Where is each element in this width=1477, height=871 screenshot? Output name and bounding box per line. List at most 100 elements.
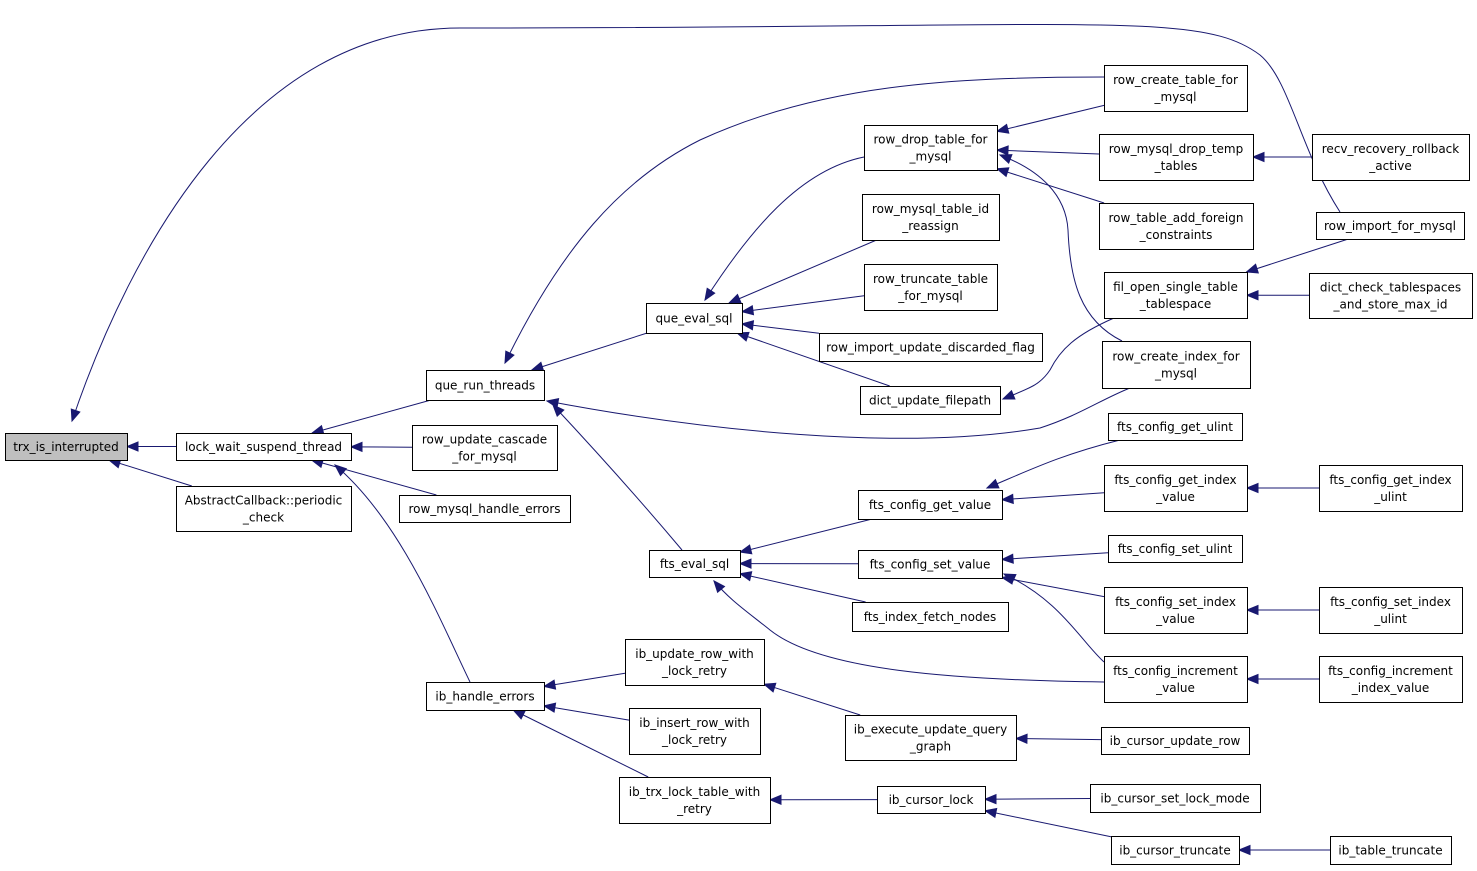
node-row-create-index-for-mysql[interactable]: row_create_index_for_mysql <box>1102 341 1251 389</box>
node-label: lock_wait_suspend_thread <box>185 440 342 454</box>
node-box[interactable] <box>1104 65 1248 112</box>
node-box[interactable] <box>176 486 352 532</box>
node-box[interactable] <box>619 777 771 824</box>
node-box[interactable] <box>1101 727 1250 755</box>
node-fts-index-fetch-nodes[interactable]: fts_index_fetch_nodes <box>852 602 1009 632</box>
node-ib-update-row-with-lock-retry[interactable]: ib_update_row_with_lock_retry <box>625 639 765 686</box>
node-box[interactable] <box>1108 413 1243 441</box>
node-row-table-add-foreign-constraints[interactable]: row_table_add_foreign_constraints <box>1099 203 1254 250</box>
node-box[interactable] <box>426 682 545 711</box>
node-fts-config-get-ulint[interactable]: fts_config_get_ulint <box>1108 413 1243 441</box>
node-box[interactable] <box>1108 535 1243 563</box>
node-recv-recovery-rollback-active[interactable]: recv_recovery_rollback_active <box>1312 134 1470 181</box>
node-row-update-cascade-for-mysql[interactable]: row_update_cascade_for_mysql <box>412 425 558 471</box>
arrowhead <box>545 397 560 409</box>
node-box[interactable] <box>858 550 1003 579</box>
node-label: dict_update_filepath <box>869 394 991 408</box>
node-box[interactable] <box>1104 465 1248 512</box>
node-ib-cursor-update-row[interactable]: ib_cursor_update_row <box>1101 727 1250 755</box>
node-fts-config-increment-value[interactable]: fts_config_increment_value <box>1104 656 1248 703</box>
node-box[interactable] <box>649 550 741 578</box>
node-box[interactable] <box>877 786 986 814</box>
node-box[interactable] <box>862 194 1000 241</box>
node-ib-handle-errors[interactable]: ib_handle_errors <box>426 682 545 711</box>
call-edge <box>545 387 1131 439</box>
node-box[interactable] <box>864 264 998 311</box>
node-row-import-for-mysql[interactable]: row_import_for_mysql <box>1316 212 1465 240</box>
node-que-run-threads[interactable]: que_run_threads <box>426 370 545 401</box>
call-edge <box>740 320 820 334</box>
node-box[interactable] <box>412 425 558 471</box>
node-row-mysql-drop-temp-tables[interactable]: row_mysql_drop_temp_tables <box>1099 134 1254 181</box>
node-box[interactable] <box>845 715 1017 761</box>
node-box[interactable] <box>1104 656 1248 703</box>
node-box[interactable] <box>646 303 743 334</box>
node-box[interactable] <box>1312 134 1470 181</box>
node-ib-cursor-truncate[interactable]: ib_cursor_truncate <box>1111 836 1240 865</box>
node-box[interactable] <box>864 125 998 171</box>
node-ib-insert-row-with-lock-retry[interactable]: ib_insert_row_with_lock_retry <box>629 708 761 755</box>
node-box[interactable] <box>426 370 545 401</box>
node-box[interactable] <box>1104 587 1248 634</box>
node-box[interactable] <box>1330 836 1452 865</box>
node-fil-open-single-table-tablespace[interactable]: fil_open_single_table_tablespace <box>1104 272 1248 319</box>
node-trx-is-interrupted[interactable]: trx_is_interrupted <box>5 433 128 461</box>
call-edge <box>713 579 1105 683</box>
node-ib-cursor-set-lock-mode[interactable]: ib_cursor_set_lock_mode <box>1090 784 1261 813</box>
node-ib-trx-lock-table-with-retry[interactable]: ib_trx_lock_table_with_retry <box>619 777 771 824</box>
node-fts-config-get-value[interactable]: fts_config_get_value <box>858 490 1003 520</box>
node-row-mysql-table-id-reassign[interactable]: row_mysql_table_id_reassign <box>862 194 1000 241</box>
node-box[interactable] <box>1090 784 1261 813</box>
node-box[interactable] <box>1309 273 1473 319</box>
node-box[interactable] <box>1316 212 1465 240</box>
arrowhead <box>1001 389 1016 400</box>
node-box[interactable] <box>819 333 1043 362</box>
arrowhead <box>70 408 81 423</box>
call-edge <box>1245 482 1319 494</box>
node-box[interactable] <box>858 490 1003 520</box>
node-box[interactable] <box>176 433 352 461</box>
node-box[interactable] <box>1104 272 1248 319</box>
node-fts-config-get-index-ulint[interactable]: fts_config_get_index_ulint <box>1319 465 1463 512</box>
node-box[interactable] <box>1099 134 1254 181</box>
node-row-create-table-for-mysql[interactable]: row_create_table_for_mysql <box>1104 65 1248 112</box>
node-dict-check-tablespaces-and-store-max-id[interactable]: dict_check_tablespaces_and_store_max_id <box>1309 273 1473 319</box>
node-box[interactable] <box>629 708 761 755</box>
node-row-truncate-table-for-mysql[interactable]: row_truncate_table_for_mysql <box>864 264 998 311</box>
node-box[interactable] <box>1111 836 1240 865</box>
node-que-eval-sql[interactable]: que_eval_sql <box>646 303 743 334</box>
node-fts-eval-sql[interactable]: fts_eval_sql <box>649 550 741 578</box>
node-fts-config-get-index-value[interactable]: fts_config_get_index_value <box>1104 465 1248 512</box>
node-row-import-update-discarded-flag[interactable]: row_import_update_discarded_flag <box>819 333 1043 362</box>
arrowhead <box>349 441 363 453</box>
node-box[interactable] <box>860 386 1001 415</box>
node-ib-execute-update-query-graph[interactable]: ib_execute_update_query_graph <box>845 715 1017 761</box>
node-fts-config-set-value[interactable]: fts_config_set_value <box>858 550 1003 579</box>
node-fts-config-increment-index-value[interactable]: fts_config_increment_index_value <box>1319 656 1463 703</box>
call-edge <box>735 331 890 387</box>
node-row-drop-table-for-mysql[interactable]: row_drop_table_for_mysql <box>864 125 998 171</box>
node-box[interactable] <box>399 495 571 523</box>
node-fts-config-set-ulint[interactable]: fts_config_set_ulint <box>1108 535 1243 563</box>
call-edge <box>1001 317 1115 400</box>
node-ib-cursor-lock[interactable]: ib_cursor_lock <box>877 786 986 814</box>
node-box[interactable] <box>1319 587 1463 634</box>
node-abstractcallback-periodic-check[interactable]: AbstractCallback::periodic_check <box>176 486 352 532</box>
node-ib-table-truncate[interactable]: ib_table_truncate <box>1330 836 1452 865</box>
node-label: ib_execute_update_query <box>854 723 1007 737</box>
node-row-mysql-handle-errors[interactable]: row_mysql_handle_errors <box>399 495 571 523</box>
node-fts-config-set-index-ulint[interactable]: fts_config_set_index_ulint <box>1319 587 1463 634</box>
node-box[interactable] <box>1319 656 1463 703</box>
node-box[interactable] <box>5 433 128 461</box>
node-box[interactable] <box>1319 465 1463 512</box>
node-box[interactable] <box>625 639 765 686</box>
call-edge <box>995 145 1100 156</box>
node-box[interactable] <box>1102 341 1251 389</box>
node-box[interactable] <box>1099 203 1254 250</box>
node-fts-config-set-index-value[interactable]: fts_config_set_index_value <box>1104 587 1248 634</box>
node-box[interactable] <box>852 602 1009 632</box>
node-lock-wait-suspend-thread[interactable]: lock_wait_suspend_thread <box>176 433 352 461</box>
arrowhead <box>1245 289 1259 301</box>
node-dict-update-filepath[interactable]: dict_update_filepath <box>860 386 1001 415</box>
call-edge <box>542 702 630 721</box>
